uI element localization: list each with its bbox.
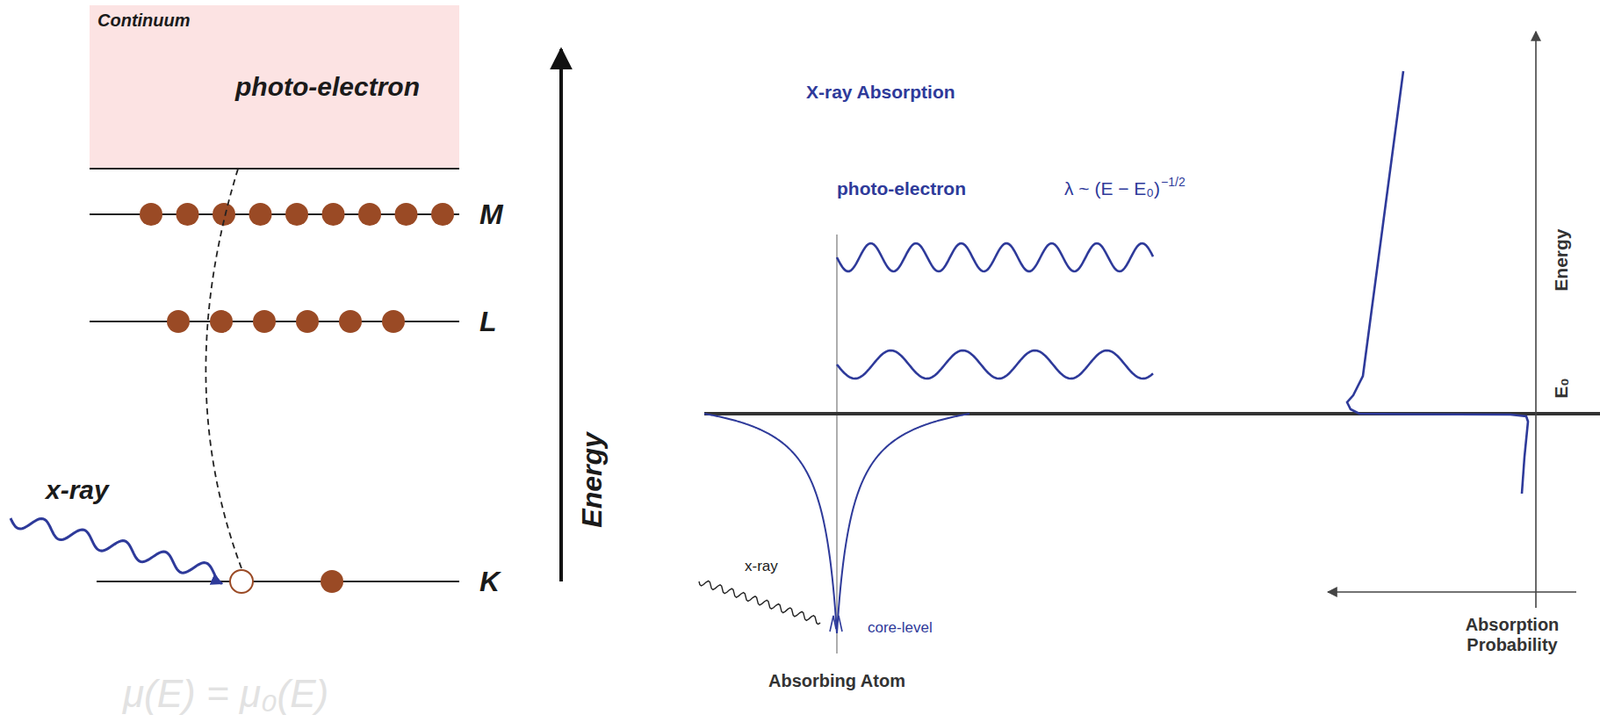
electron-dot [285, 202, 309, 226]
panel-title: X-ray Absorption [806, 81, 956, 103]
electron-dot [295, 309, 319, 333]
particle-label: photo-electron [235, 72, 420, 103]
wave-label: photo-electron [836, 178, 966, 200]
absorption-curve [1347, 71, 1528, 494]
electron-group [139, 202, 455, 593]
electron-dot [249, 202, 273, 226]
electron-dot [381, 309, 405, 333]
energy-arrow [559, 49, 563, 582]
probability-axis [1327, 590, 1577, 593]
electron-dot [322, 202, 346, 226]
incident-xray-wave [10, 518, 223, 584]
axis-label: Energy [1550, 228, 1572, 291]
electron-dot [166, 309, 190, 333]
core-level-label: core-level [867, 619, 933, 637]
energy-axis [1535, 31, 1537, 608]
electron-dot [176, 202, 200, 226]
continuum-band: Continuum photo-electron [89, 5, 460, 170]
excitation-arrow [205, 136, 249, 569]
electron-dot [338, 309, 362, 333]
axis-label: Energy [576, 432, 609, 527]
axis-label: Absorption Probability [1437, 614, 1587, 656]
wavelength-formula: λ ~ (E − E₀) [1064, 178, 1161, 200]
atom-label: Absorbing Atom [768, 670, 906, 692]
level-label: K [479, 565, 500, 599]
region-heading: Continuum [97, 10, 191, 31]
atom-position-line [836, 234, 837, 654]
level-label: L [479, 305, 498, 339]
potential-well [704, 413, 970, 634]
k-level-line [96, 580, 460, 583]
electron-dot [395, 202, 419, 226]
electron-dot [252, 309, 276, 333]
level-label: M [479, 198, 504, 231]
electron-dot [358, 202, 382, 226]
xray-label: x-ray [45, 475, 109, 506]
small-xray-wave [699, 580, 821, 624]
threshold-label: E₀ [1550, 377, 1572, 398]
faint-formula: μ(E) = μ₀(E) [122, 671, 329, 717]
core-hole [230, 569, 253, 593]
electron-dot [431, 202, 455, 226]
electron-dot [320, 569, 344, 593]
short-wavelength-wave [836, 243, 1154, 272]
electron-dot [209, 309, 233, 333]
formula-exponent: −1/2 [1160, 174, 1186, 189]
long-wavelength-wave [836, 350, 1154, 379]
electron-dot [139, 202, 163, 226]
xray-label: x-ray [744, 557, 779, 576]
